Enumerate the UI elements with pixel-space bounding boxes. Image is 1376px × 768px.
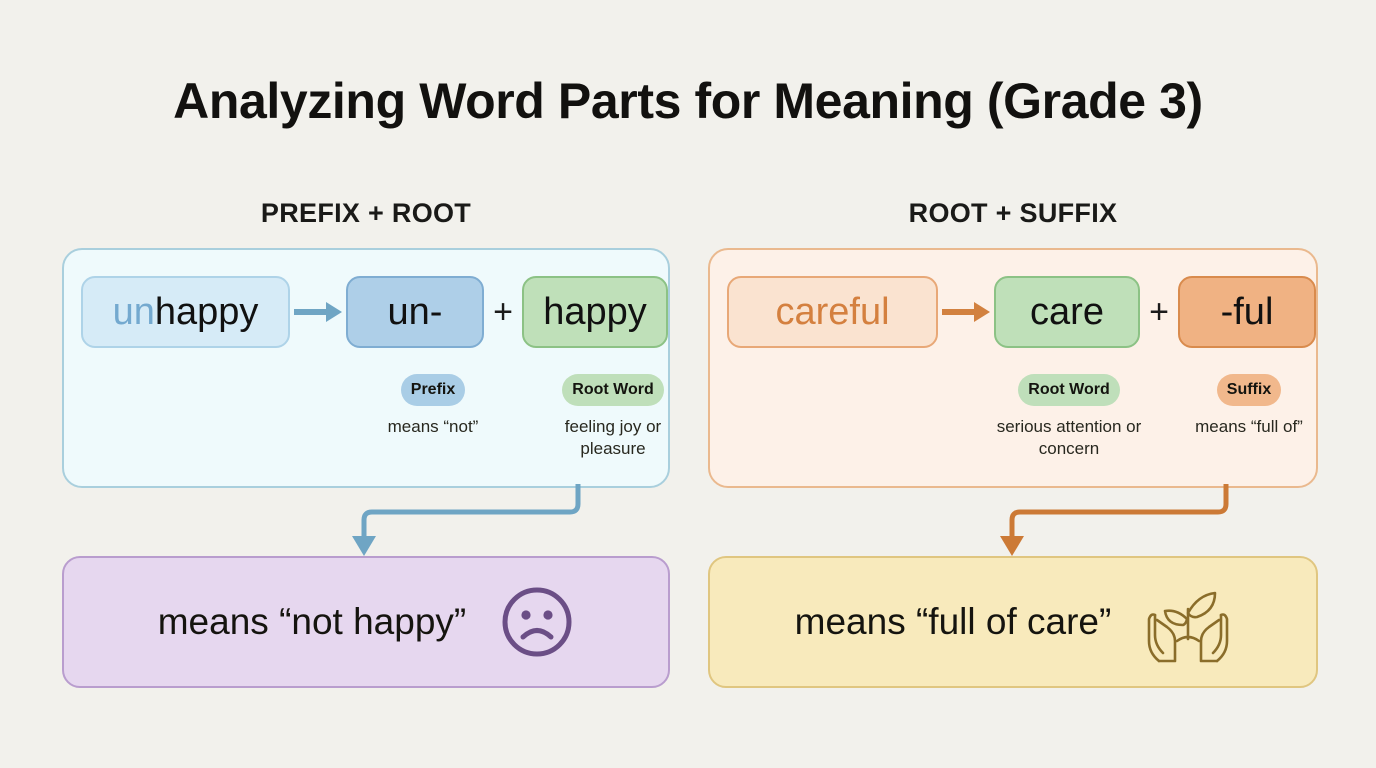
pill-row-right: Root Word + Suffix [710,374,1316,406]
desc-slot-suffix: means “full of” [1180,416,1318,438]
arrow-shaft [294,309,328,315]
pill-suffix: Suffix [1216,374,1282,406]
sad-face-icon [502,587,572,657]
part-chip-happy[interactable]: happy [522,276,668,348]
pill-root-word-left: Root Word [562,374,664,406]
pill-slot-root: Root Word [540,374,686,406]
result-box-careful: means “full of care” [708,556,1318,688]
result-box-unhappy: means “not happy” [62,556,670,688]
result-text-left: means “not happy” [157,601,467,642]
desc-slot-root-right: serious attention or concern [996,416,1142,460]
page-title: Analyzing Word Parts for Meaning (Grade … [173,73,1203,129]
arrow-head [974,302,990,322]
desc-prefix: means “not” [387,417,479,436]
whole-word-prefix-segment: un [112,290,155,333]
pill-prefix: Prefix [400,374,466,406]
desc-row-left: means “not” + feeling joy or pleasure [64,416,668,460]
desc-row-right: serious attention or concern + means “fu… [710,416,1316,460]
plus-sign-left: + [493,292,513,331]
desc-root-right: serious attention or concern [996,417,1142,459]
part-chip-un[interactable]: un- [346,276,484,348]
part-column-root-right: care [994,276,1140,348]
arrow-right-icon [290,300,346,324]
arrow-right-icon [938,300,994,324]
plus-sign-right: + [1149,292,1169,331]
column-header-prefix-root: PREFIX + ROOT [260,198,472,228]
word-breakdown-row-right: careful care + -ful [710,274,1316,350]
pill-root-word-right: Root Word [1018,374,1120,406]
connector-left [352,484,581,556]
arrow-shaft [942,309,976,315]
pill-slot-root-right: Root Word [996,374,1142,406]
pill-slot-suffix: Suffix [1180,374,1318,406]
pill-slot-prefix: Prefix [364,374,502,406]
part-chip-ful[interactable]: -ful [1178,276,1316,348]
arrow-head [326,302,342,322]
pill-row-left: Prefix + Root Word [64,374,668,406]
desc-slot-root: feeling joy or pleasure [540,416,686,460]
hands-plant-icon [1148,591,1229,663]
panel-root-suffix: careful care + -ful Root Word + Suffix s… [708,248,1318,488]
desc-root-left: feeling joy or pleasure [564,417,662,459]
whole-word-root-segment: happy [154,290,259,333]
part-chip-care[interactable]: care [994,276,1140,348]
part-column-prefix: un- [346,276,484,348]
connector-right [1000,484,1229,556]
column-header-root-suffix: ROOT + SUFFIX [908,198,1118,228]
whole-word-chip-careful[interactable]: careful [727,276,938,348]
desc-slot-prefix: means “not” [364,416,502,438]
result-text-right: means “full of care” [794,601,1112,642]
part-column-suffix: -ful [1178,276,1316,348]
part-column-root: happy [522,276,668,348]
desc-suffix: means “full of” [1195,417,1303,436]
